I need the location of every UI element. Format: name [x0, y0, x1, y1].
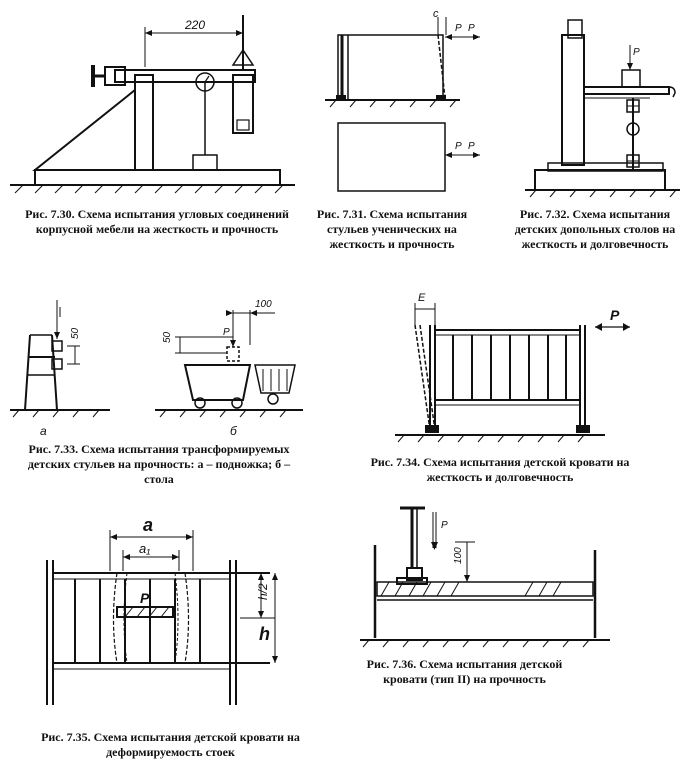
crib-type2-strength-drawing: P 100	[360, 506, 610, 648]
p-label: P	[610, 307, 620, 323]
dim-220-label: 220	[184, 18, 205, 32]
p2-label-top: P	[468, 23, 475, 34]
figure-7-30: 220	[5, 5, 300, 200]
caption-7-36: Рис. 7.36. Схема испытания детской крова…	[366, 657, 563, 686]
caption-7-32: Рис. 7.32. Схема испытания детских допол…	[514, 207, 676, 251]
p-label-b: P	[223, 327, 230, 338]
figure-7-35: P a a₁ h/2 h	[35, 505, 295, 710]
caption-7-30: Рис. 7.30. Схема испытания угловых соеди…	[25, 207, 289, 236]
caption-7-33: Рис. 7.33. Схема испытания трансформируе…	[27, 442, 291, 486]
c-label: c	[433, 8, 439, 20]
caption-7-31: Рис. 7.31. Схема испытания стульев учени…	[316, 207, 468, 251]
transformable-chair-test-drawing: 50 а P 100 50 б	[10, 299, 303, 438]
p1-label-top: P	[455, 23, 462, 34]
figure-7-34: E P	[390, 285, 685, 450]
p-label: P	[140, 590, 150, 606]
dim-50b-label: 50	[162, 331, 173, 343]
p-label: P	[633, 47, 640, 58]
crib-rigidity-test-drawing: E P	[395, 292, 630, 443]
student-chair-test-drawing: c P P P P	[325, 8, 480, 192]
label-b: б	[230, 424, 238, 438]
dim-50a-label: 50	[70, 327, 81, 339]
dim-100-label: 100	[453, 547, 464, 564]
h-half-label: h/2	[256, 583, 270, 600]
h-label: h	[259, 624, 270, 644]
p1-label-bottom: P	[455, 141, 462, 152]
crib-post-deformation-drawing: P a a₁ h/2 h	[46, 515, 278, 705]
caption-7-35: Рис. 7.35. Схема испытания детской крова…	[41, 730, 300, 759]
p-label: P	[441, 520, 448, 531]
figure-7-31: c P P P P	[320, 5, 490, 200]
a1-label: a₁	[139, 541, 150, 556]
kids-table-test-drawing: P	[525, 19, 680, 198]
corner-joint-test-drawing: 220	[10, 15, 295, 194]
a-label: a	[143, 515, 153, 535]
figure-7-36: P 100	[355, 500, 685, 650]
dim-100-label: 100	[255, 299, 272, 310]
p2-label-bottom: P	[468, 141, 475, 152]
caption-7-34: Рис. 7.34. Схема испытания детской крова…	[370, 455, 630, 484]
e-label: E	[418, 292, 426, 304]
figure-7-32: P	[520, 5, 685, 200]
figure-7-33: 50 а P 100 50 б	[5, 295, 305, 440]
label-a: а	[40, 424, 47, 438]
